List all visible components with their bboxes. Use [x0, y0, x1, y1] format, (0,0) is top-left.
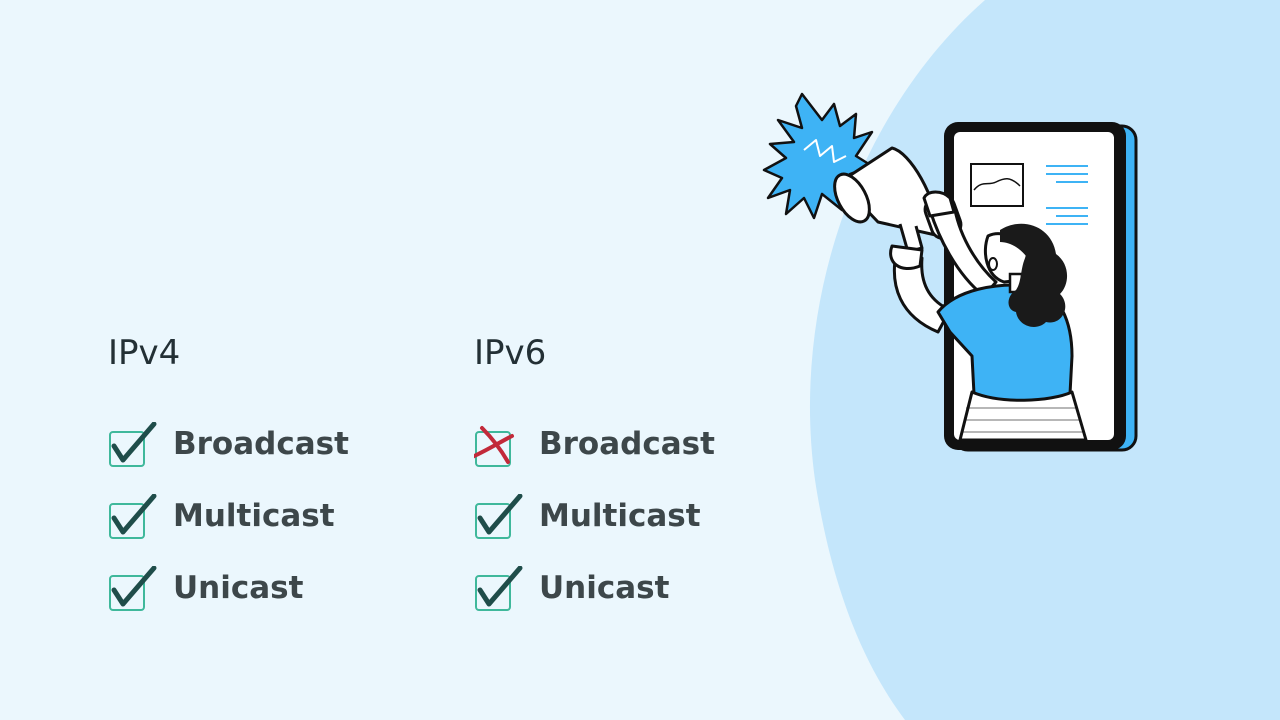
ipv4-multicast-item: Multicast: [108, 494, 349, 566]
ipv4-multicast-label: Multicast: [173, 498, 335, 534]
woman-hand-left: [889, 244, 924, 270]
ipv4-title: IPv4: [108, 333, 181, 373]
ipv6-feature-list: Broadcast Multicast Unicast: [474, 422, 715, 638]
checkmark-icon: [474, 566, 524, 616]
checkmark-icon: [474, 494, 524, 544]
ipv6-unicast-item: Unicast: [474, 566, 715, 638]
checkmark-icon: [108, 422, 158, 472]
woman-skirt: [958, 390, 1088, 442]
checkmark-icon: [108, 566, 158, 616]
woman-hair: [1000, 223, 1068, 327]
screen-text-lines-icon: [1046, 165, 1088, 225]
ipv6-unicast-label: Unicast: [539, 570, 670, 606]
woman-with-megaphone-illustration: [762, 92, 1138, 452]
ipv6-title: IPv6: [474, 333, 547, 373]
woman-hand-right: [922, 190, 956, 218]
ipv6-multicast-item: Multicast: [474, 494, 715, 566]
ipv4-unicast-label: Unicast: [173, 570, 304, 606]
woman-arm-left: [892, 252, 952, 334]
ipv6-multicast-label: Multicast: [539, 498, 701, 534]
ipv4-unicast-item: Unicast: [108, 566, 349, 638]
ipv4-broadcast-item: Broadcast: [108, 422, 349, 494]
ipv6-broadcast-item: Broadcast: [474, 422, 715, 494]
megaphone-icon: [833, 146, 963, 254]
ipv6-broadcast-label: Broadcast: [539, 426, 715, 462]
ipv4-feature-list: Broadcast Multicast Unicast: [108, 422, 349, 638]
cross-icon: [474, 422, 524, 472]
ipv4-column: IPv4 Broadcast Multicast: [108, 330, 428, 611]
ipv6-column: IPv6 Broadcast Multicast: [474, 330, 794, 611]
checkmark-icon: [108, 494, 158, 544]
ipv4-broadcast-label: Broadcast: [173, 426, 349, 462]
